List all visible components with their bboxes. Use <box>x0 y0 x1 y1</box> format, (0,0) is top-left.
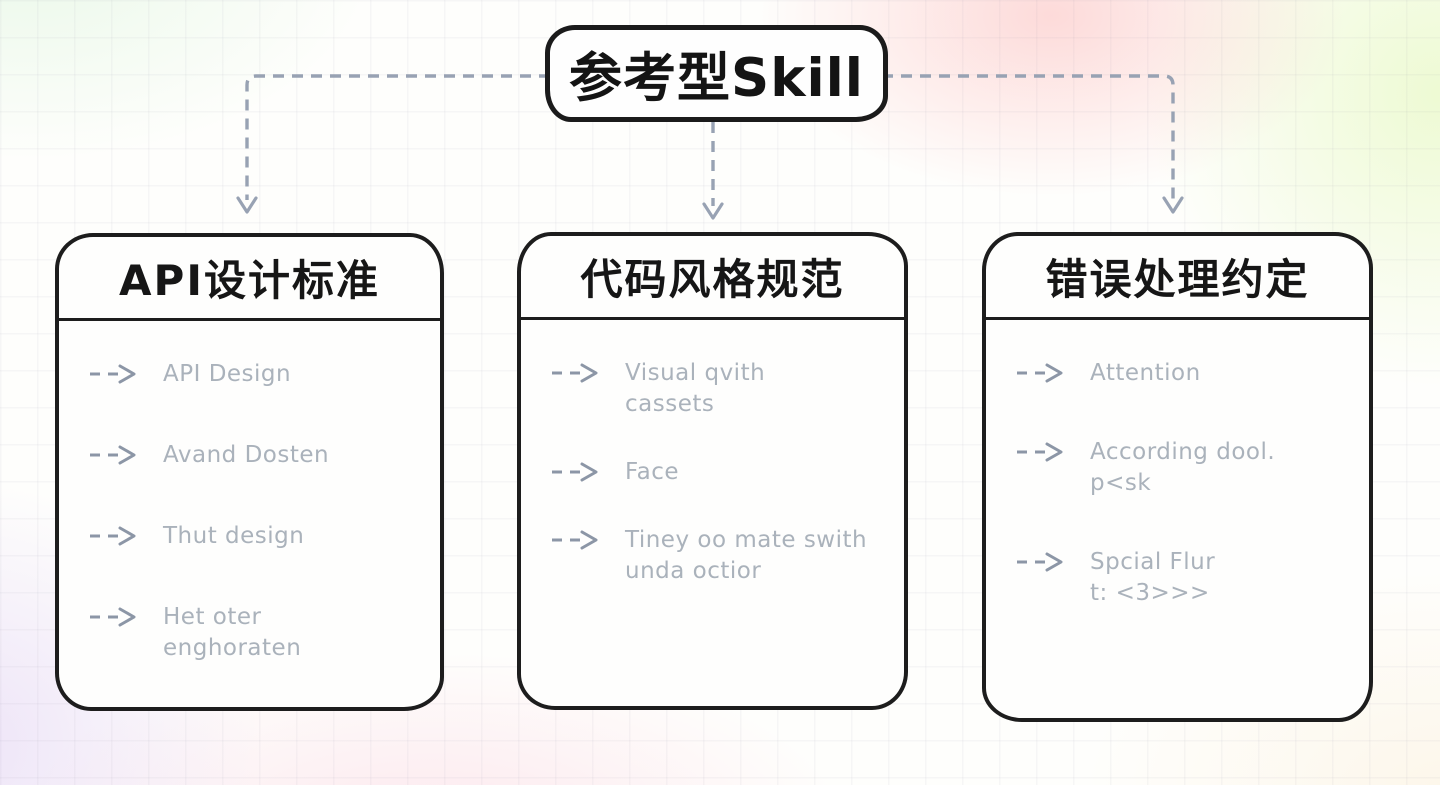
list-item-text: Spcial Flur t: <3>>> <box>1090 549 1216 606</box>
list-item: Het oter enghoraten <box>89 602 422 664</box>
dashed-arrow-icon <box>90 364 136 384</box>
dashed-arrow-icon <box>552 462 598 482</box>
node-header-label: 代码风格规范 <box>580 255 845 304</box>
list-item-text: According dool. p<sk <box>1090 439 1276 496</box>
list-item: API Design <box>89 359 422 390</box>
list-item: Face <box>551 457 886 488</box>
list-item: Thut design <box>89 521 422 552</box>
dashed-arrow-icon <box>90 607 136 627</box>
node-api-design-standards: API设计标准 API Design Avand Dosten <box>55 233 444 711</box>
connector-middle-arrow-icon <box>702 122 724 220</box>
list-item-text: Attention <box>1090 360 1201 386</box>
node-body: Visual qvith cassets Face Tiney oo mate … <box>521 320 904 706</box>
list-item-text: Het oter enghoraten <box>163 604 302 661</box>
list-item-text: Visual qvith cassets <box>625 360 766 417</box>
connector-left-arrow-icon <box>236 74 550 214</box>
root-node-label: 参考型Skill <box>569 47 864 109</box>
list-item-text: Tiney oo mate swith unda octior <box>625 527 868 584</box>
node-code-style-spec: 代码风格规范 Visual qvith cassets Face <box>517 232 908 710</box>
node-header: API设计标准 <box>59 237 440 321</box>
list-item: Attention <box>1016 358 1351 389</box>
list-item: According dool. p<sk <box>1016 437 1351 499</box>
list-item: Tiney oo mate swith unda octior <box>551 525 886 587</box>
dashed-arrow-icon <box>90 526 136 546</box>
list-item: Avand Dosten <box>89 440 422 471</box>
list-item-text: Avand Dosten <box>163 442 330 468</box>
list-item-text: Thut design <box>163 523 305 549</box>
node-header: 代码风格规范 <box>521 236 904 320</box>
node-header-label: 错误处理约定 <box>1045 255 1310 304</box>
connector-right-arrow-icon <box>882 74 1184 214</box>
dashed-arrow-icon <box>1017 442 1063 462</box>
node-header: 错误处理约定 <box>986 236 1369 320</box>
dashed-arrow-icon <box>552 530 598 550</box>
list-item-text: API Design <box>163 361 292 387</box>
list-item: Visual qvith cassets <box>551 358 886 420</box>
dashed-arrow-icon <box>552 363 598 383</box>
dashed-arrow-icon <box>90 445 136 465</box>
node-error-handling-conventions: 错误处理约定 Attention According dool. p<sk <box>982 232 1373 722</box>
node-header-label: API设计标准 <box>119 256 380 305</box>
node-body: Attention According dool. p<sk Spcial Fl… <box>986 320 1369 718</box>
dashed-arrow-icon <box>1017 552 1063 572</box>
list-item-text: Face <box>625 459 680 485</box>
root-node: 参考型Skill <box>545 25 888 122</box>
node-body: API Design Avand Dosten Thut design <box>59 321 440 714</box>
dashed-arrow-icon <box>1017 363 1063 383</box>
list-item: Spcial Flur t: <3>>> <box>1016 547 1351 609</box>
